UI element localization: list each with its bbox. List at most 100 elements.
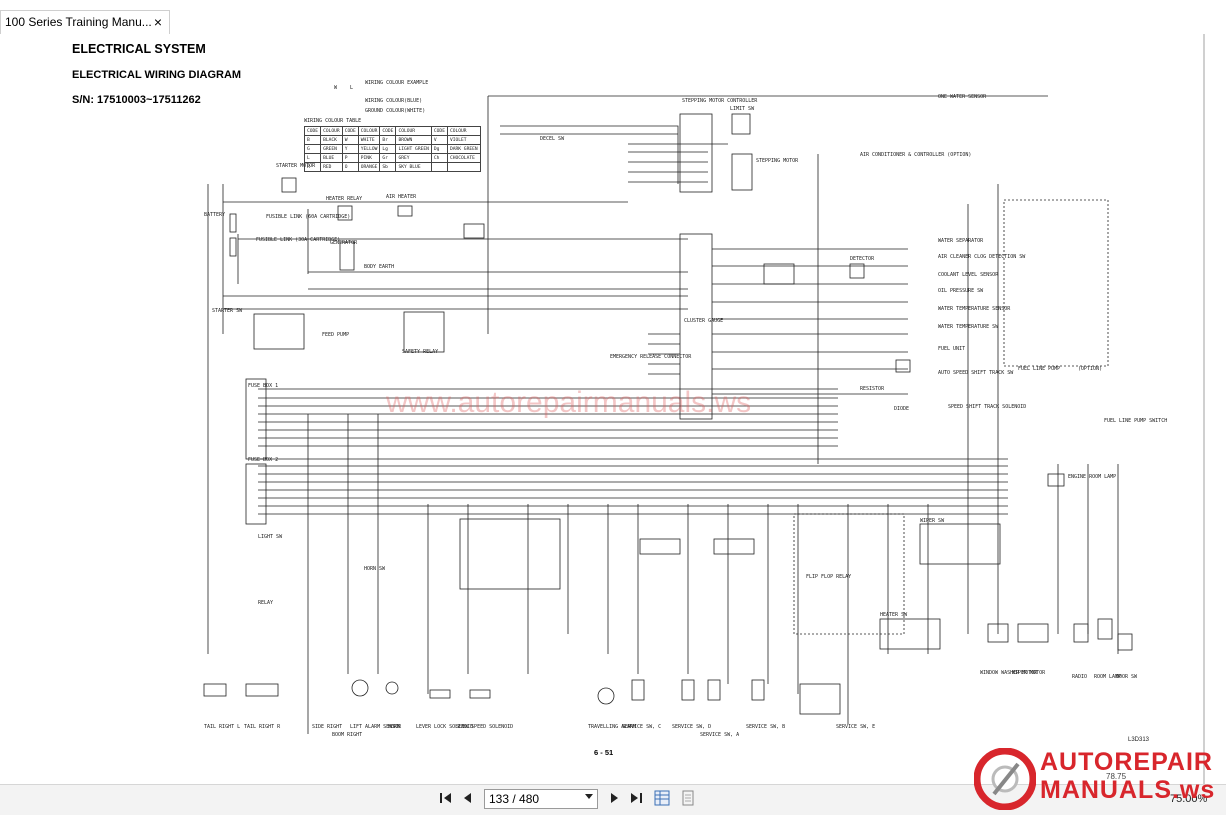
label-service-sw-c: SERVICE SW, C xyxy=(622,724,662,730)
label-detector: DETECTOR xyxy=(850,256,875,262)
watermark: www.autorepairmanuals.ws xyxy=(386,386,752,419)
legend-l: L xyxy=(350,85,354,91)
previous-page-button[interactable] xyxy=(458,790,478,810)
page-icon xyxy=(682,790,694,806)
tab-bar: 100 Series Training Manu... × xyxy=(0,0,1226,35)
label-horn-sw: HORN SW xyxy=(364,566,386,572)
viewer-margin xyxy=(1205,34,1226,784)
label-body-earth: BODY EARTH xyxy=(364,264,395,270)
label-one-water-sensor: ONE WATER SENSOR xyxy=(938,94,987,100)
label-slew-speed: SLEW SPEED SOLENOID xyxy=(456,724,514,730)
chevron-right-icon xyxy=(611,793,618,803)
label-lift-alarm: LIFT ALARM SENSOR xyxy=(350,724,402,730)
label-stepping-controller: STEPPING MOTOR CONTROLLER xyxy=(682,98,758,104)
label-boom-right: BOOM RIGHT xyxy=(332,732,363,738)
logo-tagline: 78.75 xyxy=(1106,772,1127,781)
label-fuel-pump-switch: FUEL LINE PUMP SWITCH xyxy=(1104,418,1168,424)
label-fusible-link-1: FUSIBLE LINK (60A CARTRIDGE) xyxy=(266,214,351,220)
label-battery: BATTERY xyxy=(204,212,226,218)
wiring-diagram xyxy=(203,95,1133,734)
zoom-level: 75.00% xyxy=(1170,793,1208,805)
skip-forward-icon xyxy=(631,793,642,803)
page-number-select[interactable]: 133 / 480 xyxy=(484,789,598,809)
colour-table-title: WIRING COLOUR TABLE xyxy=(304,118,362,124)
page-number: 6 - 51 xyxy=(594,748,614,757)
label-relay: RELAY xyxy=(258,600,274,606)
label-auto-speed: AUTO SPEED SHIFT TRACK SW xyxy=(938,370,1014,376)
tab-title: 100 Series Training Manu... xyxy=(5,15,152,29)
chevron-down-icon xyxy=(585,794,593,799)
page-subheading: ELECTRICAL WIRING DIAGRAM xyxy=(72,69,242,81)
label-lever-lock: LEVER LOCK SOLENOID xyxy=(416,724,474,730)
chevron-left-icon xyxy=(464,793,471,803)
page-heading: ELECTRICAL SYSTEM xyxy=(72,42,206,56)
label-window-washer: WINDOW WASHER MOTOR xyxy=(980,670,1038,676)
label-oil-pressure: OIL PRESSURE SW xyxy=(938,288,984,294)
label-fuel-unit: FUEL UNIT xyxy=(938,346,966,352)
label-travelling-alarm: TRAVELLING ALARM xyxy=(588,724,637,730)
document-tab[interactable]: 100 Series Training Manu... × xyxy=(0,10,170,34)
label-light-sw: LIGHT SW xyxy=(258,534,283,540)
label-diode: DIODE xyxy=(894,406,910,412)
label-heater-relay: HEATER RELAY xyxy=(326,196,363,202)
legend-ground: GROUND COLOUR(WHITE) xyxy=(365,108,426,114)
first-page-button[interactable] xyxy=(436,790,456,810)
logo-icon xyxy=(974,748,1036,810)
next-page-button[interactable] xyxy=(604,790,624,810)
label-starter-sw: STARTER SW xyxy=(212,308,243,314)
label-flip-flop-relay: FLIP FLOP RELAY xyxy=(806,574,852,580)
label-feed-pump: FEED PUMP xyxy=(322,332,350,338)
label-coolant-level: COOLANT LEVEL SENSOR xyxy=(938,272,999,278)
label-engine-room-lamp: ENGINE ROOM LAMP xyxy=(1068,474,1117,480)
doc-code: L3D313 xyxy=(1128,737,1150,743)
label-service-sw-e: SERVICE SW, E xyxy=(836,724,876,730)
label-service-sw-b: SERVICE SW, B xyxy=(746,724,786,730)
legend-w: W xyxy=(334,85,338,91)
label-resistor: RESISTOR xyxy=(860,386,885,392)
page-edge xyxy=(1203,34,1205,784)
label-horn: HORN xyxy=(388,724,401,730)
label-aircon: AIR CONDITIONER & CONTROLLER (OPTION) xyxy=(860,152,972,158)
label-safety-relay: SAFETY RELAY xyxy=(402,349,439,355)
logo: AUTOREPAIR MANUALS.ws 78.75 xyxy=(968,744,1226,814)
label-stepping-motor: STEPPING MOTOR xyxy=(756,158,799,164)
label-side-right: SIDE RIGHT xyxy=(312,724,343,730)
fit-page-button[interactable] xyxy=(678,790,698,810)
label-tail-right-l: TAIL RIGHT L xyxy=(204,724,241,730)
document-viewport[interactable]: ELECTRICAL SYSTEM ELECTRICAL WIRING DIAG… xyxy=(0,34,1226,784)
close-icon[interactable]: × xyxy=(153,14,163,30)
label-wiper-motor: WIPER MOTOR xyxy=(1012,670,1046,676)
label-fuse-box-1: FUSE BOX 1 xyxy=(248,383,279,389)
legend-blue: WIRING COLOUR(BLUE) xyxy=(365,98,423,104)
label-fuel-line-pump: FUEL LINE PUMP xyxy=(1018,366,1061,372)
label-wiper-sw: WIPER SW xyxy=(920,518,945,524)
label-fusible-link-2: FUSIBLE LINK (30A CARTRIDGE) xyxy=(256,237,341,243)
pdf-page: ELECTRICAL SYSTEM ELECTRICAL WIRING DIAG… xyxy=(8,34,1203,784)
label-decel-sw: DECEL SW xyxy=(540,136,565,142)
label-limit-sw: LIMIT SW xyxy=(730,106,755,112)
view-mode-button[interactable] xyxy=(652,790,672,810)
logo-text-top: AUTOREPAIR xyxy=(1040,748,1213,776)
serial-number: S/N: 17510003~17511262 xyxy=(72,94,201,106)
label-service-sw-d: SERVICE SW, D xyxy=(672,724,712,730)
label-fuse-box-2: FUSE BOX 2 xyxy=(248,457,279,463)
label-room-lamp: ROOM LAMP xyxy=(1094,674,1122,680)
grid-icon xyxy=(654,790,670,806)
label-tail-right-r: TAIL RIGHT R xyxy=(244,724,281,730)
label-water-separator: WATER SEPARATOR xyxy=(938,238,984,244)
label-air-cleaner: AIR CLEANER CLOG DETECTION SW xyxy=(938,254,1026,260)
legend-example: WIRING COLOUR EXAMPLE xyxy=(365,80,429,86)
label-generator: GENERATOR xyxy=(330,240,358,246)
label-heater-sw: HEATER SW xyxy=(880,612,908,618)
label-starter-motor: STARTER MOTOR xyxy=(276,163,316,169)
last-page-button[interactable] xyxy=(626,790,646,810)
label-option: (OPTION) xyxy=(1078,366,1103,372)
label-air-heater: AIR HEATER xyxy=(386,194,417,200)
page-number-value: 133 / 480 xyxy=(489,792,540,806)
skip-back-icon xyxy=(440,793,451,803)
label-speed-solenoid: SPEED SHIFT TRACK SOLENOID xyxy=(948,404,1027,410)
